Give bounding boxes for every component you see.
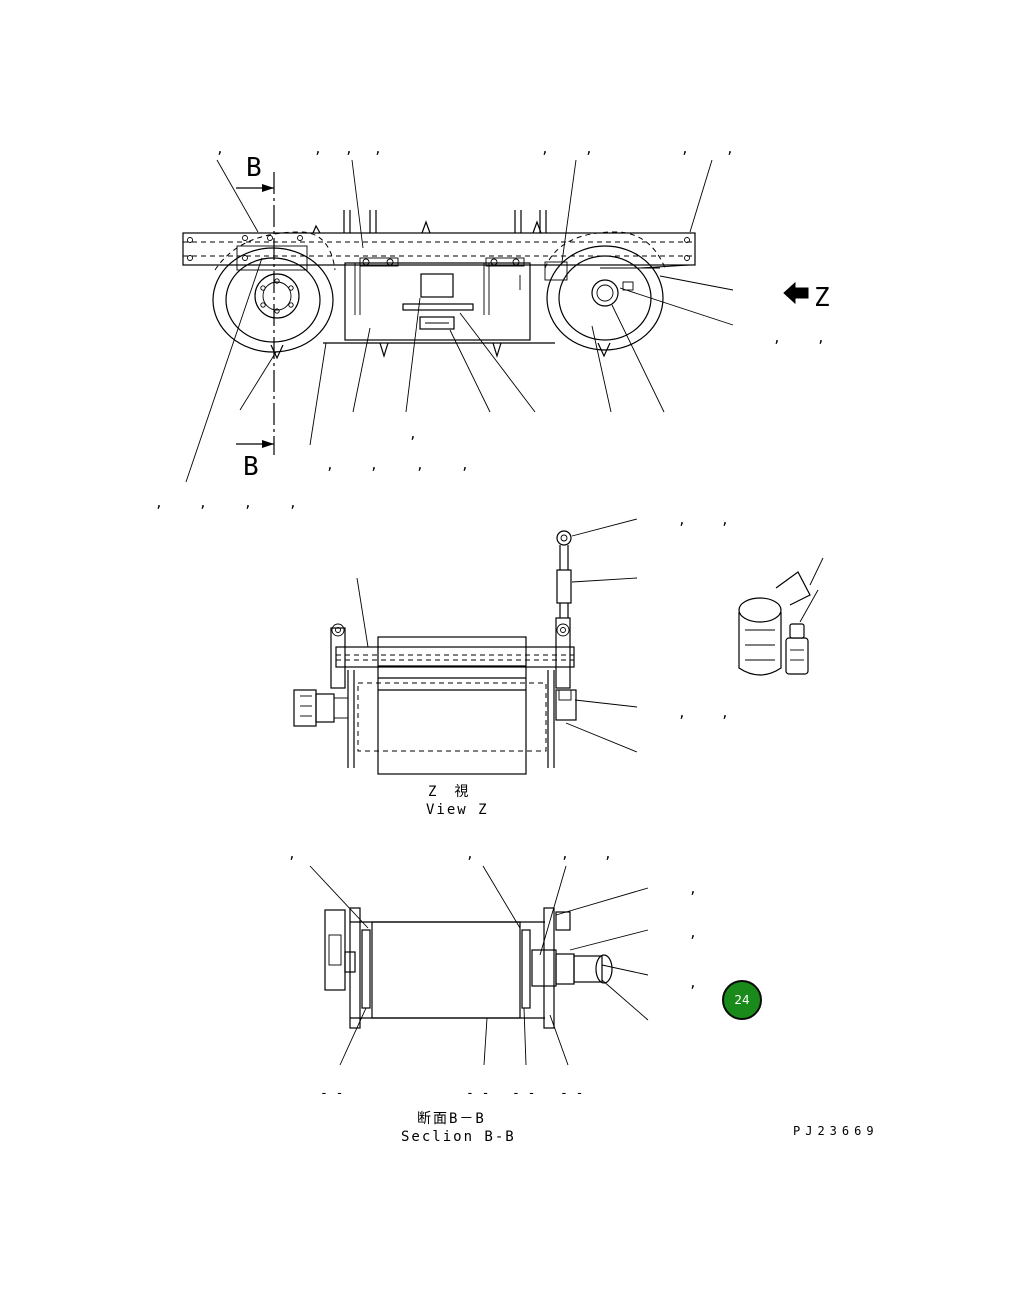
callout-mark: , (374, 142, 382, 157)
callout-mark: , (817, 331, 825, 346)
callout-mark: , (326, 458, 334, 473)
callout-mark: - - (320, 1086, 343, 1101)
view-z-caption-en: View Z (426, 802, 489, 818)
callout-mark: , (466, 847, 474, 862)
callout-mark: , (726, 142, 734, 157)
callout-mark: , (244, 496, 252, 511)
callout-mark: , (689, 882, 697, 897)
section-bb: , , , , , , , - - - - - - - - 断面B－B Secl… (288, 847, 697, 1145)
callout-mark: , (199, 496, 207, 511)
bottle-icon (785, 589, 819, 675)
callout-mark: , (370, 458, 378, 473)
view-arrow-label: Z (814, 283, 830, 313)
callout-mark: , (289, 496, 297, 511)
callout-mark: - - (560, 1086, 583, 1101)
side-elevation: B B Z , , (155, 142, 830, 511)
callout-mark: , (155, 496, 163, 511)
callout-mark: - - (466, 1086, 489, 1101)
callout-mark: , (604, 847, 612, 862)
section-mark-bottom: B (243, 452, 259, 482)
arrow-left-icon (783, 281, 809, 305)
callout-mark: , (409, 427, 417, 442)
callout-mark: , (216, 142, 224, 157)
callout-mark: - - (512, 1086, 535, 1101)
callout-mark: , (689, 976, 697, 991)
callout-mark: , (345, 142, 353, 157)
callout-mark: , (678, 706, 686, 721)
callout-mark: , (585, 142, 593, 157)
callout-mark: , (689, 926, 697, 941)
page-badge[interactable]: 24 (722, 980, 762, 1020)
section-mark-top: B (246, 153, 262, 183)
callout-mark: , (721, 706, 729, 721)
callout-mark: , (721, 513, 729, 528)
callout-mark: , (541, 142, 549, 157)
callout-mark: , (678, 513, 686, 528)
callout-mark: , (561, 847, 569, 862)
oil-can-icon (738, 557, 824, 676)
callout-mark: , (461, 458, 469, 473)
callout-mark: , (773, 331, 781, 346)
view-z-caption-jp: Z 視 (428, 784, 470, 800)
callout-mark: , (416, 458, 424, 473)
callout-mark: , (288, 847, 296, 862)
section-caption-en: Seclion B-B (401, 1129, 516, 1145)
callout-mark: , (314, 142, 322, 157)
section-caption-jp: 断面B－B (417, 1111, 486, 1127)
page-badge-number: 24 (734, 993, 750, 1007)
drawing-code: PJ23669 (793, 1124, 879, 1138)
view-z: , , , , Z 視 View Z (293, 513, 729, 818)
callout-mark: , (681, 142, 689, 157)
